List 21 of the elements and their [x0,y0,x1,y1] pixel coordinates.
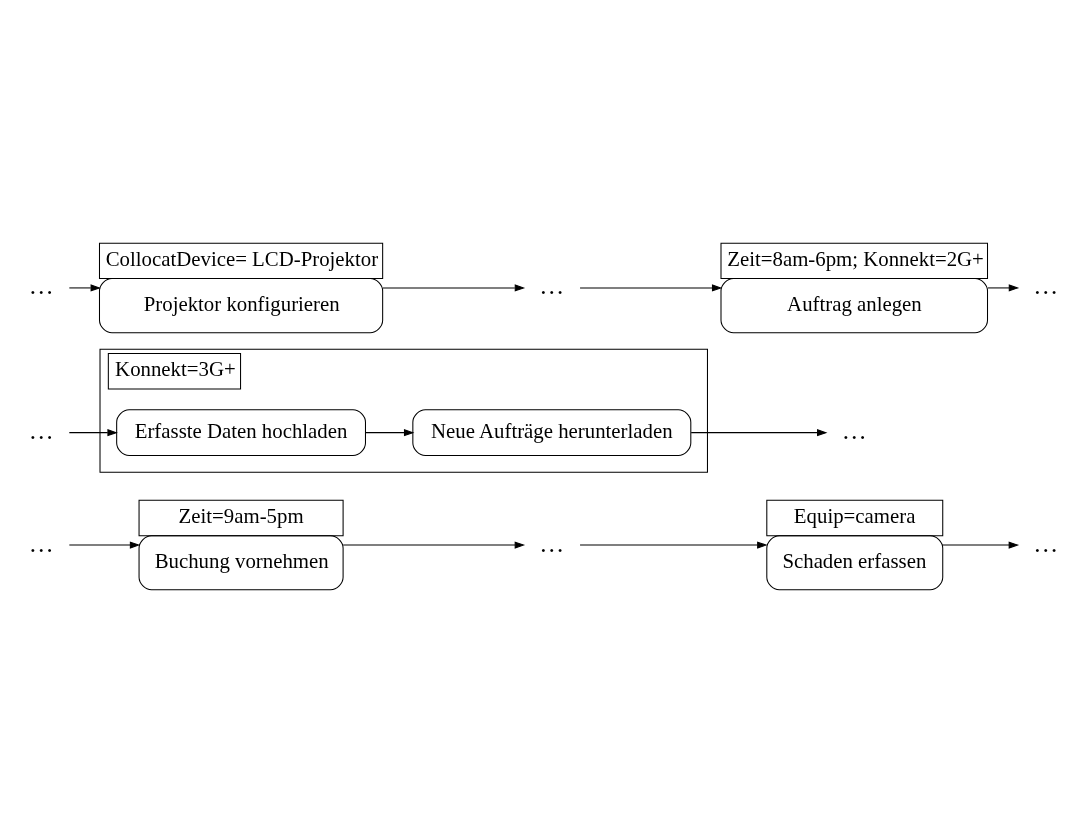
arrow [690,428,828,436]
arrow [342,540,526,549]
node-box: Erfasste Daten hochladen [116,408,366,456]
arrow [382,283,526,292]
node-text: … [28,416,54,444]
node-text: … [28,271,54,299]
node-text: … [1033,271,1059,299]
arrow [941,540,1020,549]
arrow [68,428,118,436]
node-box: Neue Aufträge herunterladen [412,408,692,456]
arrow [68,283,101,292]
node-text: … [539,271,565,299]
node-text: … [1033,529,1059,557]
arrow [365,428,415,436]
arrow [579,283,723,292]
node-text: … [539,529,565,557]
arrow [579,540,768,549]
node-text: … [28,529,54,557]
node-text: … [841,416,867,444]
arrow [68,540,141,549]
arrow [987,283,1020,292]
